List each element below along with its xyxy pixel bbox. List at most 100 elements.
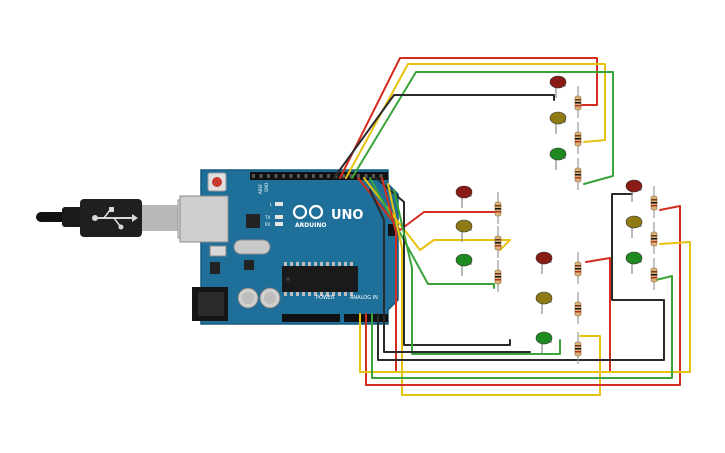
brand-label: ARDUINO xyxy=(295,222,326,229)
wire-yellow-right[interactable] xyxy=(359,241,691,373)
wire-yellow-top[interactable] xyxy=(345,63,606,179)
resistor-band xyxy=(575,177,581,179)
model-label: UNO xyxy=(331,208,364,223)
resistor-band xyxy=(495,211,501,213)
digital-pin[interactable] xyxy=(289,174,293,178)
digital-pin[interactable] xyxy=(319,174,323,178)
resistor-band xyxy=(651,277,657,279)
resistor-band xyxy=(575,268,581,270)
resistor-band xyxy=(575,174,581,176)
resistor-band xyxy=(651,199,657,201)
led-green[interactable] xyxy=(455,253,473,267)
digital-pin[interactable] xyxy=(364,174,368,178)
resistor-band xyxy=(575,102,581,104)
usb-chip xyxy=(246,214,260,228)
wire-yellow-bottom[interactable] xyxy=(387,183,601,396)
power-header-label: POWER xyxy=(316,295,335,301)
wire-black-right[interactable] xyxy=(377,193,665,361)
arduino-logo: ARDUINO UNO xyxy=(292,204,364,229)
digital-pin[interactable] xyxy=(297,174,300,178)
wire-green-top[interactable] xyxy=(351,71,614,185)
led-yellow[interactable] xyxy=(625,215,643,229)
led-yellow[interactable] xyxy=(455,219,473,233)
arduino-uno-board[interactable]: L TX RX ARDUINO UNO AREF GN xyxy=(179,169,399,325)
aref-label: AREF xyxy=(258,183,263,194)
led-green[interactable] xyxy=(625,251,643,265)
led-red[interactable] xyxy=(535,251,553,265)
digital-pin[interactable] xyxy=(342,174,345,178)
traffic-light-bottom[interactable] xyxy=(535,251,582,364)
crystal-oscillator xyxy=(233,239,271,255)
led-red[interactable] xyxy=(549,75,567,89)
resistor-band xyxy=(575,105,581,107)
resistor-band xyxy=(495,208,501,210)
digital-pin[interactable] xyxy=(282,174,285,178)
resistor-band xyxy=(575,99,581,101)
resistor-band xyxy=(495,239,501,241)
resistor-band xyxy=(651,238,657,240)
tx-led-label: TX xyxy=(264,215,270,220)
led-green[interactable] xyxy=(549,147,567,161)
resistor-band xyxy=(575,311,581,313)
digital-pin[interactable] xyxy=(267,174,270,178)
capacitors xyxy=(237,287,281,309)
digital-pin[interactable] xyxy=(304,174,308,178)
wire-red-left[interactable] xyxy=(357,177,501,231)
resistor-band xyxy=(575,141,581,143)
resistor-band xyxy=(575,138,581,140)
traffic-light-right[interactable] xyxy=(625,179,658,290)
resistor-band xyxy=(651,274,657,276)
digital-pin[interactable] xyxy=(274,174,278,178)
led-red[interactable] xyxy=(625,179,643,193)
traffic-light-left[interactable] xyxy=(455,185,502,292)
resistor-band xyxy=(575,271,581,273)
led-yellow[interactable] xyxy=(535,291,553,305)
wires[interactable] xyxy=(333,57,691,396)
wire-black-bottom[interactable] xyxy=(369,189,531,353)
digital-pin[interactable] xyxy=(372,174,375,178)
led-green[interactable] xyxy=(535,331,553,345)
atmega-chip xyxy=(282,262,358,296)
resistor-band xyxy=(575,305,581,307)
resistor-band xyxy=(651,202,657,204)
board-status-leds: L TX RX xyxy=(264,202,283,227)
resistor-band xyxy=(575,308,581,310)
led-red[interactable] xyxy=(455,185,473,199)
resistor-band xyxy=(495,276,501,278)
resistor-band xyxy=(651,241,657,243)
digital-pin[interactable] xyxy=(327,174,330,178)
resistor-band xyxy=(495,273,501,275)
led-yellow[interactable] xyxy=(549,111,567,125)
resistor-band xyxy=(575,135,581,137)
icsp-header xyxy=(388,224,396,236)
digital-pin[interactable] xyxy=(312,174,315,178)
digital-pin[interactable] xyxy=(379,174,383,178)
digital-pin[interactable] xyxy=(349,174,353,178)
resistor-band xyxy=(495,205,501,207)
wire-green-right[interactable] xyxy=(371,275,673,379)
resistor-band xyxy=(575,345,581,347)
wire-black-top[interactable] xyxy=(333,94,555,179)
usb-jack xyxy=(179,195,229,243)
gnd-label: GND xyxy=(264,183,269,192)
traffic-light-top[interactable] xyxy=(549,75,582,190)
resistor-band xyxy=(495,245,501,247)
resistor-band xyxy=(495,242,501,244)
wire-red-right[interactable] xyxy=(365,205,681,386)
rx-led-label: RX xyxy=(265,222,271,227)
resistor-band xyxy=(575,171,581,173)
digital-pin[interactable] xyxy=(252,174,255,178)
digital-pin[interactable] xyxy=(357,174,360,178)
wire-red-top[interactable] xyxy=(339,57,598,179)
power-header[interactable]: POWER xyxy=(282,295,340,322)
digital-pin[interactable] xyxy=(259,174,263,178)
usb-cable-strain-relief xyxy=(62,207,84,227)
wire-green-bottom[interactable] xyxy=(393,189,561,355)
usb-icon xyxy=(92,207,138,230)
l-led-label: L xyxy=(270,202,273,207)
resistor-band xyxy=(575,265,581,267)
resistor-band xyxy=(651,205,657,207)
usb-plug-collar xyxy=(142,205,180,231)
reset-button[interactable] xyxy=(207,172,227,192)
